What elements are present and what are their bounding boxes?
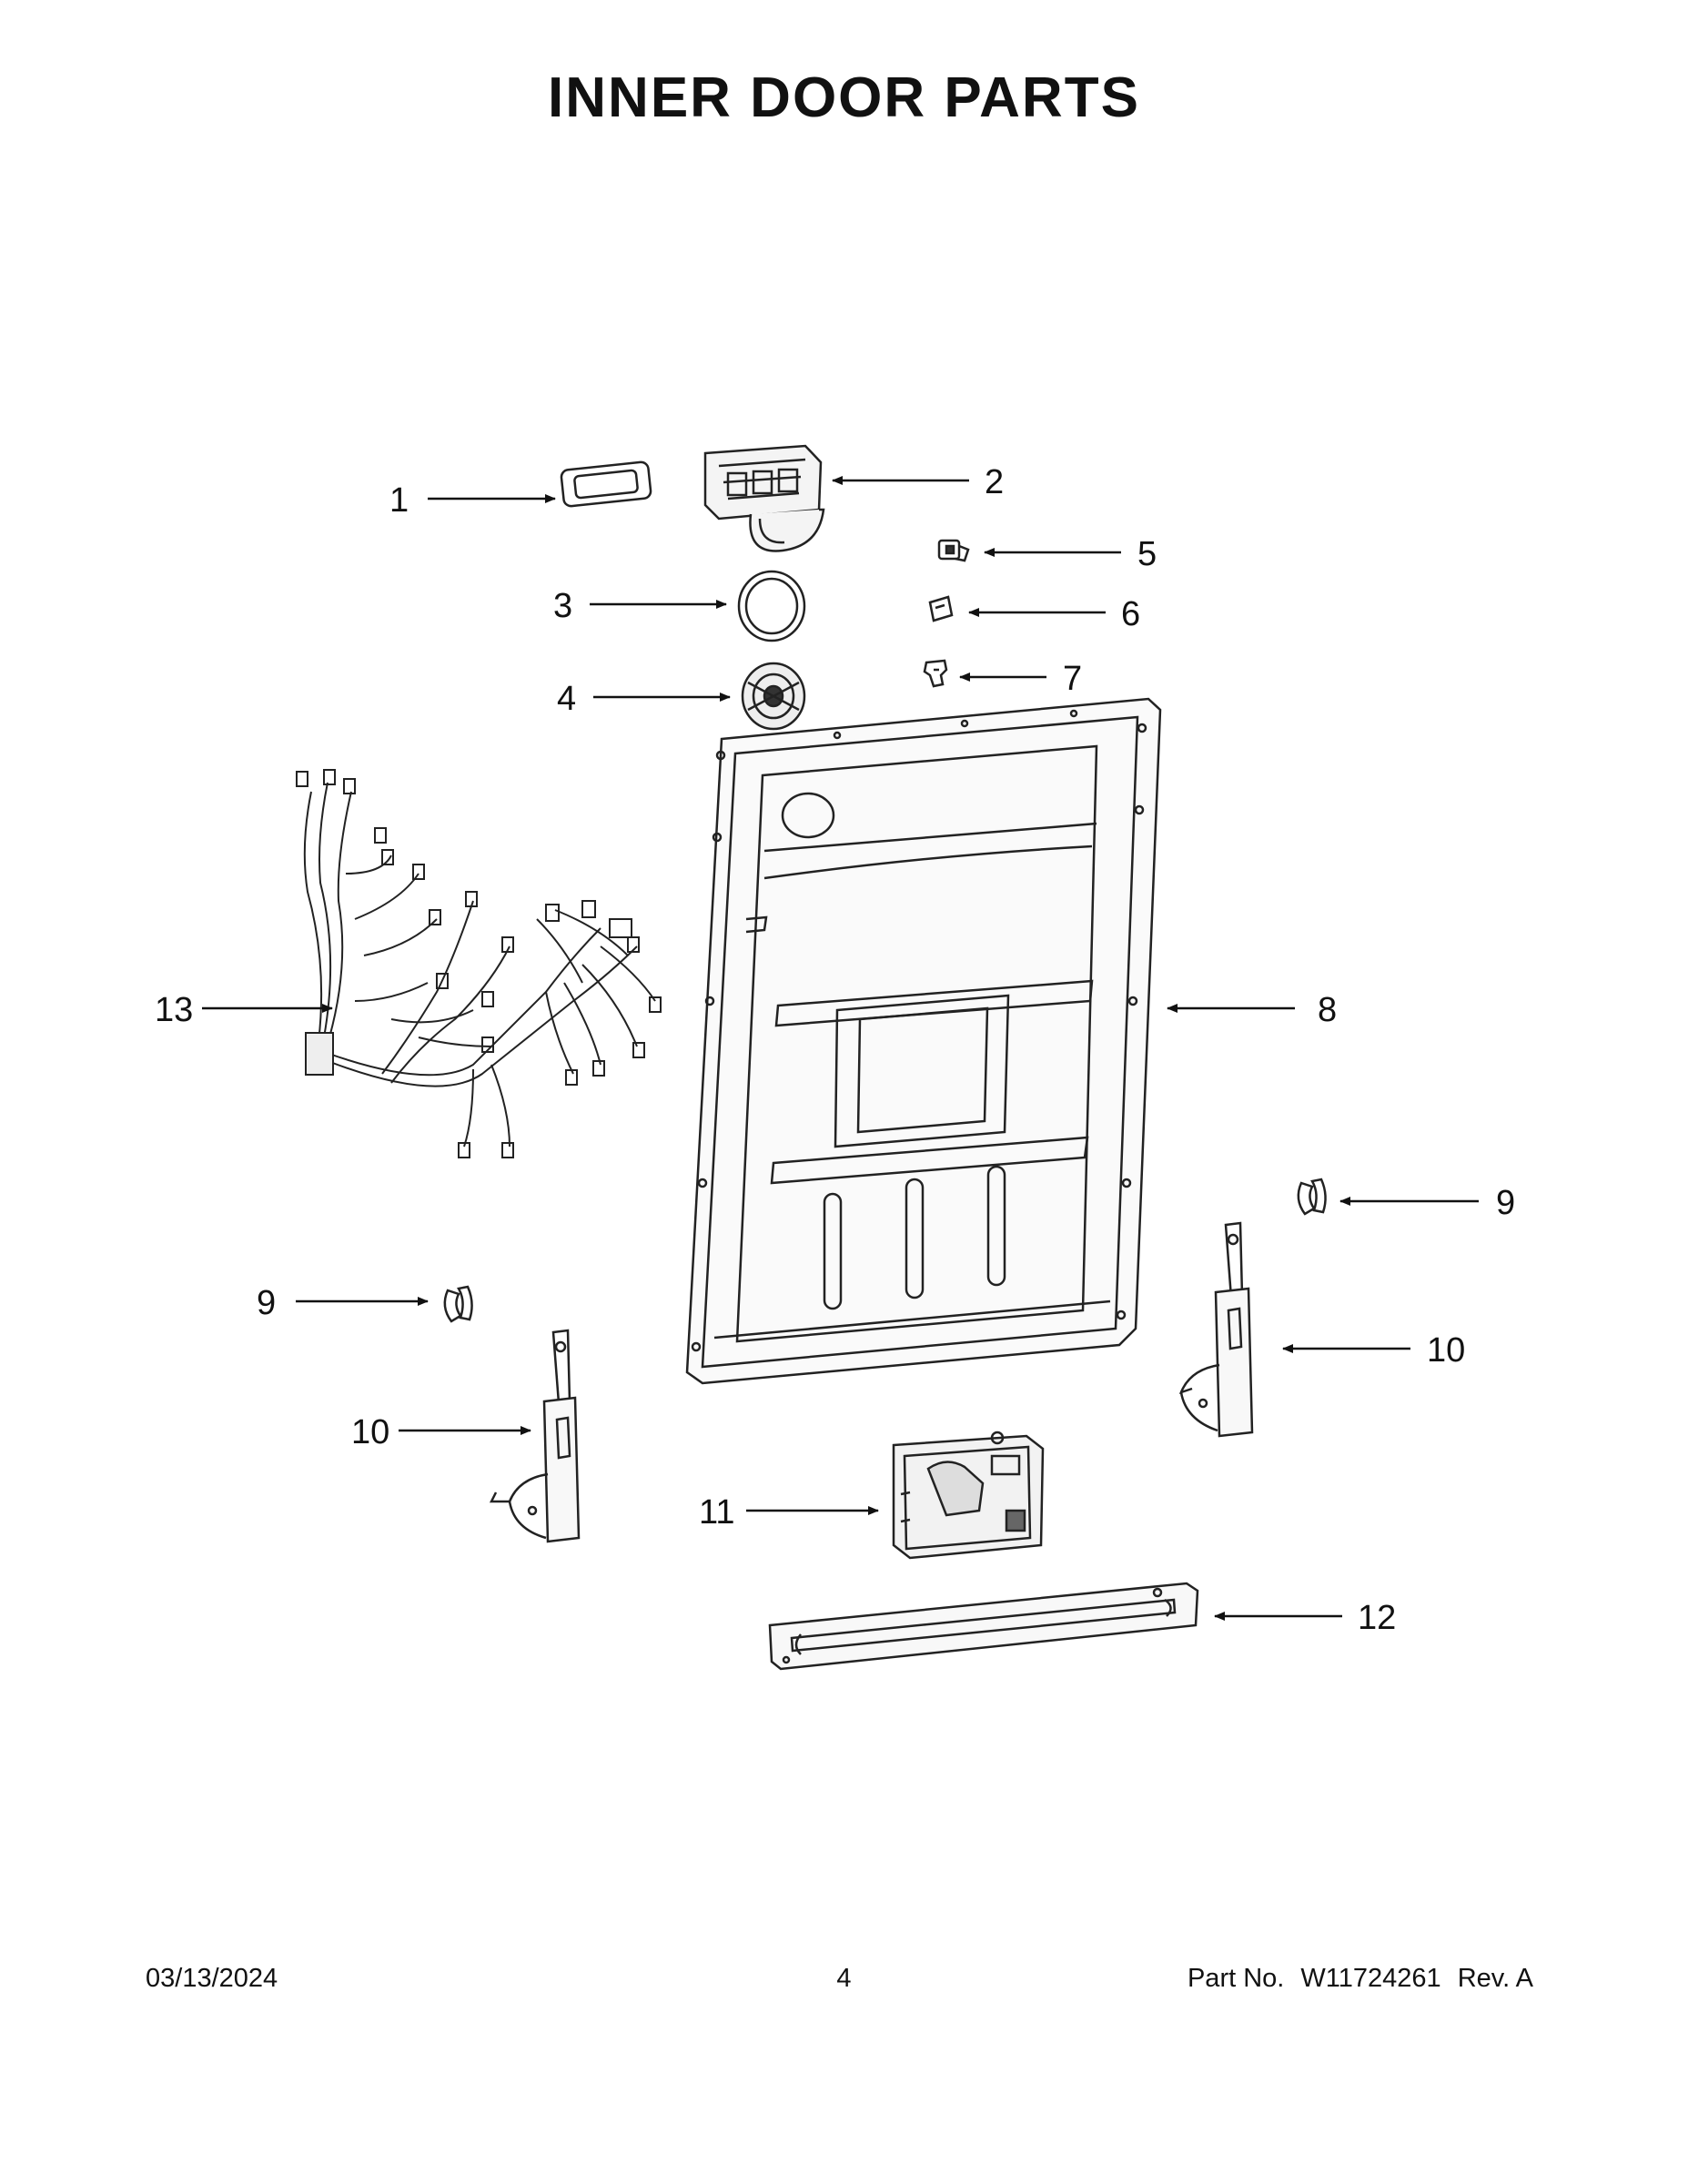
part-12-bottom-rail [768, 1582, 1199, 1671]
callout-8: 8 [1318, 991, 1337, 1029]
part-5-latch-clip [937, 539, 970, 562]
callout-10-left: 10 [351, 1413, 389, 1451]
callout-3: 3 [553, 587, 572, 625]
part-6-cover [928, 595, 954, 622]
footer-part-label: Part No. [1187, 1964, 1285, 1993]
callout-10-right: 10 [1427, 1331, 1465, 1370]
part-8-inner-door-panel [685, 697, 1162, 1385]
part-2-dispenser [703, 444, 825, 552]
part-3-seal-ring [737, 570, 806, 642]
callout-9-left: 9 [257, 1284, 276, 1322]
callout-1: 1 [389, 481, 409, 520]
part-9-clip-left [443, 1285, 473, 1323]
callout-13: 13 [155, 991, 193, 1029]
part-13-wire-harness [296, 769, 662, 1158]
part-9-clip-right [1297, 1178, 1327, 1216]
callout-5: 5 [1137, 535, 1157, 573]
page-title: INNER DOOR PARTS [548, 66, 1140, 129]
callout-11: 11 [699, 1493, 734, 1532]
callout-12: 12 [1358, 1599, 1396, 1637]
part-10-hinge-right [1178, 1221, 1254, 1438]
part-10-hinge-left [489, 1329, 581, 1543]
callout-9-right: 9 [1496, 1184, 1515, 1222]
part-7-bracket [923, 659, 948, 688]
footer-part-number: W11724261 [1300, 1964, 1441, 1993]
footer-page-number: 4 [836, 1964, 852, 1993]
callout-7: 7 [1063, 660, 1082, 698]
part-11-control-module [892, 1431, 1045, 1560]
callout-2: 2 [985, 463, 1004, 501]
footer-date: 03/13/2024 [146, 1964, 278, 1993]
callout-4: 4 [557, 680, 576, 718]
part-1-gasket [560, 460, 652, 508]
callout-6: 6 [1121, 595, 1140, 633]
footer-part-info: Part No. W11724261 Rev. A [1178, 1964, 1533, 1994]
part-4-cap [741, 662, 806, 731]
footer-revision: Rev. A [1457, 1964, 1533, 1993]
